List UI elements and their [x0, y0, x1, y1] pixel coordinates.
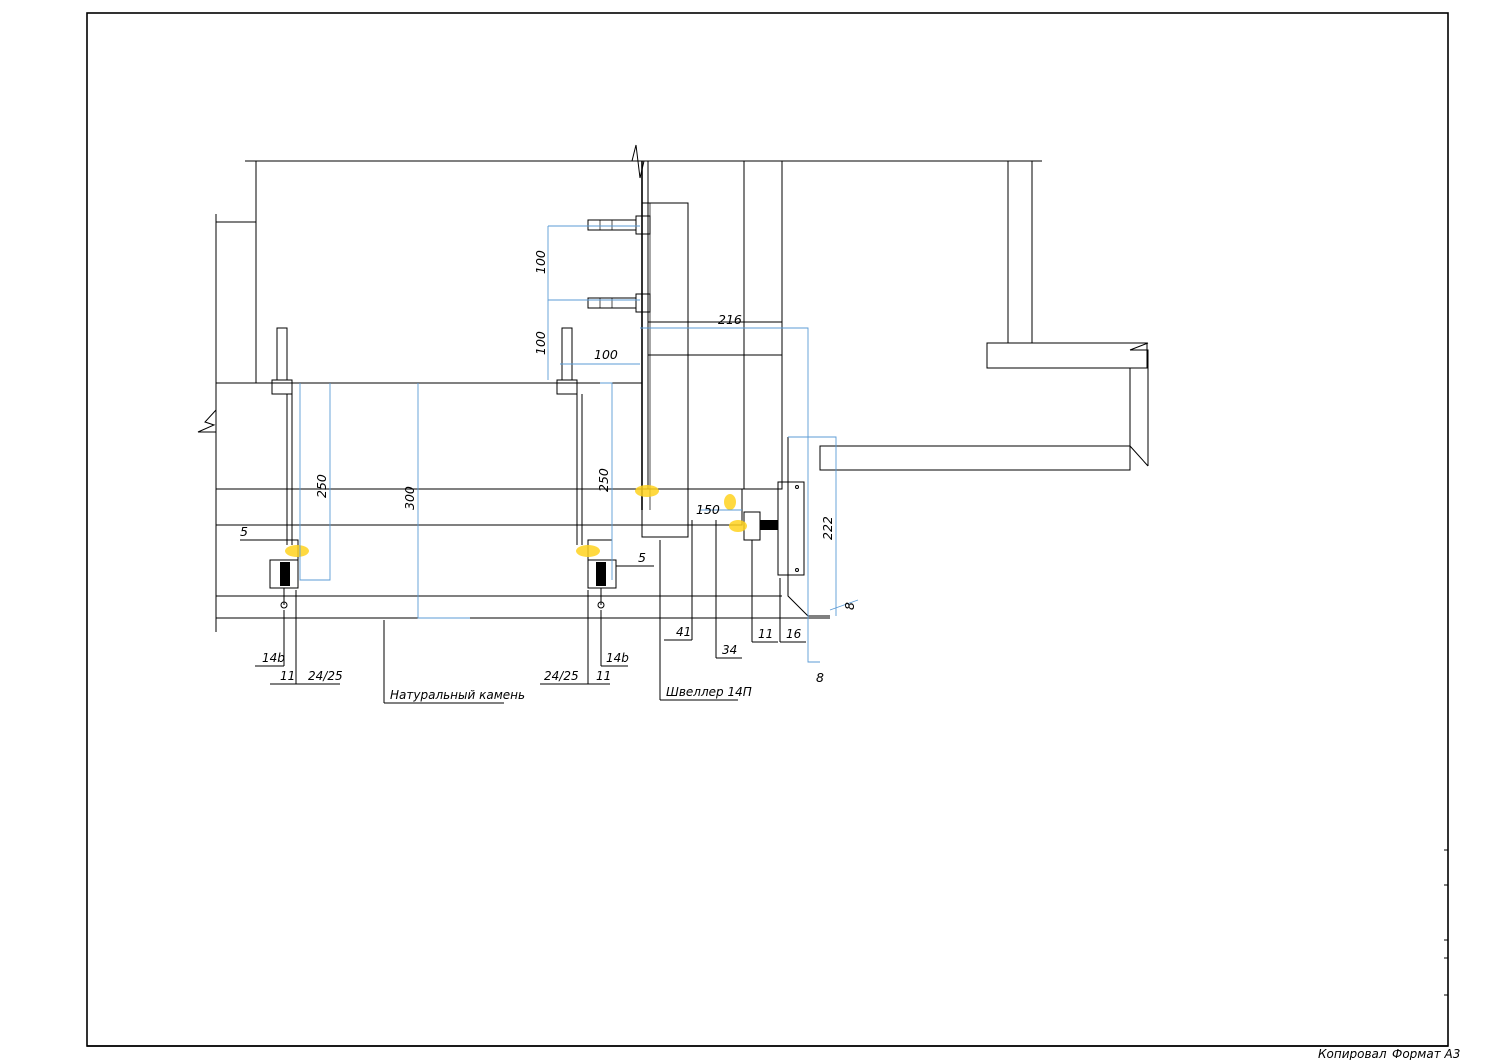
dim-300: 300 [402, 486, 417, 510]
label-14b-right: 14b [606, 651, 629, 665]
dim-8-upper: 8 [842, 602, 857, 610]
dim-216: 216 [718, 312, 742, 327]
title-stamp: Копировал Формат А3 [1318, 1047, 1460, 1060]
label-channel: Швеллер 14П [666, 685, 752, 699]
sheet-frame [86, 12, 1449, 1047]
label-41: 41 [676, 625, 691, 639]
dim-250-left: 250 [314, 474, 329, 498]
callout-labels: 14b 11 24/25 24/25 11 14b Натуральный ка… [262, 625, 802, 702]
channel-14p [641, 202, 689, 538]
stamp-format: Формат А3 [1392, 1047, 1460, 1060]
dim-100-vertical-lower: 100 [533, 331, 548, 355]
dim-5-left: 5 [240, 524, 248, 539]
dim-5-right: 5 [638, 550, 646, 565]
insulation-thin [215, 488, 743, 526]
masonry-column [215, 214, 257, 384]
anchor-bolt-upper [587, 215, 651, 235]
label-natural-stone: Натуральный камень [390, 688, 525, 702]
dim-250-right: 250 [596, 468, 611, 492]
anchor-bolt-lower-right [556, 327, 583, 545]
label-34: 34 [722, 643, 737, 657]
concrete-wall [245, 160, 643, 384]
stamp-copied: Копировал [1318, 1047, 1387, 1060]
dimension-texts: 100 100 100 216 250 300 250 150 5 5 222 … [240, 250, 857, 685]
dimension-lines [299, 225, 859, 663]
dim-222: 222 [820, 516, 835, 540]
dim-8-lower: 8 [816, 670, 824, 685]
dim-100-horizontal: 100 [594, 347, 618, 362]
insulation-main [197, 382, 643, 490]
anchor-bolt-middle [587, 293, 651, 313]
leader-lines [240, 520, 806, 704]
window-frame [819, 160, 1149, 471]
label-11-right-side: 11 [758, 627, 773, 641]
stone-slab [215, 525, 830, 632]
label-2425-right: 24/25 [544, 669, 579, 683]
corner-angle [743, 436, 830, 617]
dim-100-vertical-upper: 100 [533, 250, 548, 274]
insulation-vertical [641, 160, 783, 510]
label-11-left: 11 [280, 669, 295, 683]
label-16: 16 [786, 627, 802, 641]
dim-150: 150 [696, 502, 720, 517]
highlight-markers [285, 485, 747, 557]
anchor-bolt-lower-left [271, 327, 293, 545]
label-2425-left: 24/25 [308, 669, 343, 683]
label-11-right: 11 [596, 669, 611, 683]
label-14b-left: 14b [262, 651, 285, 665]
